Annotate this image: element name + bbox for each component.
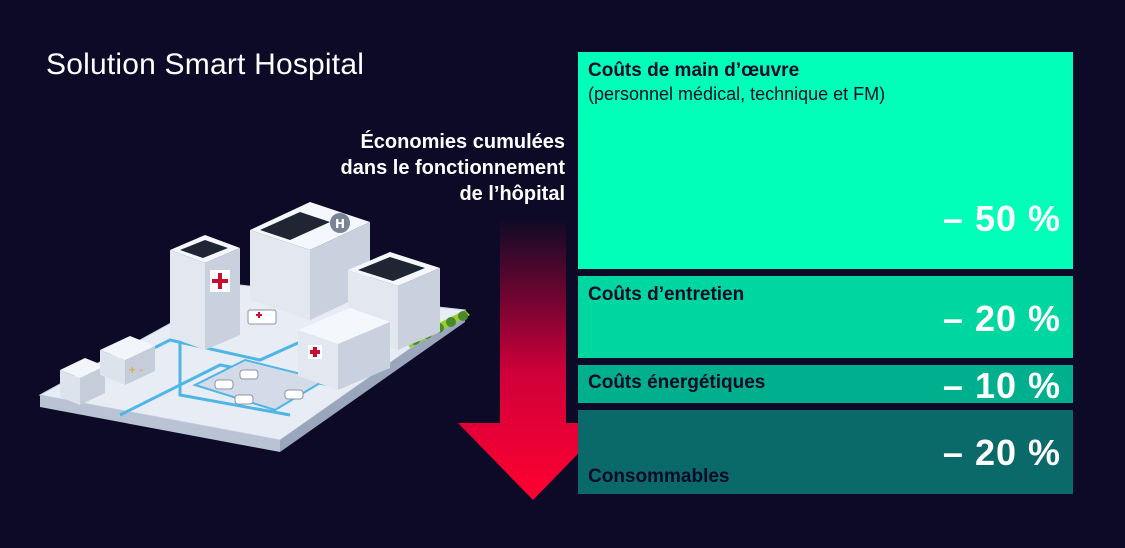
ground-side [40, 395, 280, 452]
svg-text:+ -: + - [128, 365, 144, 376]
utility-blocks: + - [60, 336, 155, 405]
ambulance-icon [247, 309, 277, 325]
cost-box-labor: Coûts de main d’œuvre (personnel médical… [578, 52, 1073, 269]
cost-box-consumables: Consommables – 20 % [578, 410, 1073, 494]
down-arrow-icon [458, 218, 608, 500]
cost-sublabel-labor: (personnel médical, technique et FM) [588, 84, 886, 104]
page-title: Solution Smart Hospital [46, 48, 365, 81]
savings-caption-line-1: Économies cumulées [360, 131, 565, 153]
svg-text:H: H [335, 217, 345, 231]
cost-label-consumables: Consommables [588, 466, 730, 487]
cost-value-energy: – 10 % [942, 365, 1061, 406]
front-building [298, 308, 390, 390]
savings-caption: Économies cumulées dans le fonctionnemen… [265, 129, 565, 207]
cost-box-energy: Coûts énergétiques – 10 % [578, 365, 1073, 406]
cost-label-energy: Coûts énergétiques [588, 372, 766, 393]
ground-side-right [280, 310, 465, 452]
cost-value-maintenance: – 20 % [942, 298, 1061, 339]
helipad-icon [330, 213, 350, 233]
cost-box-maintenance: Coûts d’entretien – 20 % [578, 276, 1073, 358]
cost-value-consumables: – 20 % [942, 432, 1061, 473]
left-tower [170, 235, 240, 350]
cost-label-maintenance: Coûts d’entretien [588, 284, 745, 305]
cost-label-labor: Coûts de main d’œuvre [588, 60, 800, 81]
cost-value-labor: – 50 % [942, 198, 1061, 239]
hospital-building-illustration: + - H [38, 202, 470, 452]
savings-caption-line-2: dans le fonctionnement [340, 157, 565, 179]
savings-caption-line-3: de l’hôpital [459, 183, 565, 205]
cars [214, 369, 304, 405]
